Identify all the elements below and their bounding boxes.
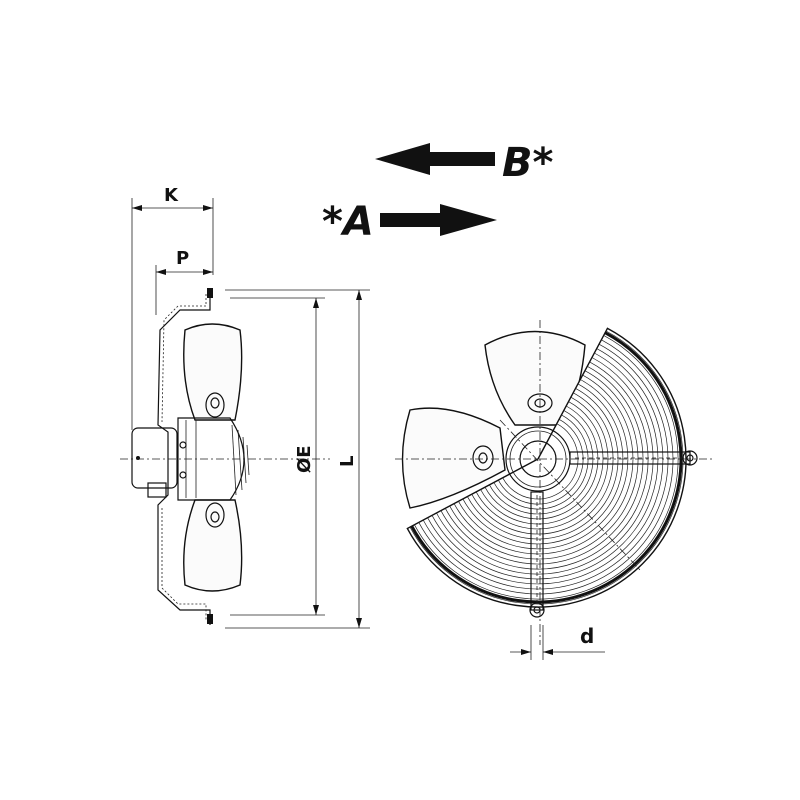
side-view: K P xyxy=(120,185,370,629)
rotor-hub xyxy=(177,417,245,501)
strut-vertical-foot xyxy=(529,602,545,618)
hub-bolt-bottom xyxy=(179,471,187,479)
grill-ring xyxy=(453,374,634,555)
grill-ring xyxy=(493,414,589,510)
grill-ring xyxy=(475,396,609,530)
label-e: ØE xyxy=(294,445,315,473)
guard-grill xyxy=(406,327,687,608)
airflow-arrow-b: B* xyxy=(375,140,553,186)
top-blade-mount xyxy=(205,392,225,418)
strut-horizontal-foot-hole xyxy=(686,454,694,462)
label-p: P xyxy=(176,248,189,269)
label-k: K xyxy=(164,185,179,206)
left-boss-hole xyxy=(478,452,488,464)
grill-ring xyxy=(409,330,684,605)
label-d: d xyxy=(580,624,594,648)
grill-ring xyxy=(484,405,599,520)
motor-housing xyxy=(131,427,178,489)
grill-ring xyxy=(422,343,669,590)
terminal-box xyxy=(147,482,167,498)
strut-horizontal xyxy=(569,451,691,465)
blade-left xyxy=(401,407,506,509)
arrow-left-shape xyxy=(375,143,495,175)
grill-rim xyxy=(410,331,683,604)
strut-vertical xyxy=(530,491,544,611)
grill-ring xyxy=(444,365,644,565)
grill-ring xyxy=(449,370,639,560)
grill-ring xyxy=(431,352,659,580)
grill-outline xyxy=(406,327,687,608)
grill-ring xyxy=(489,410,594,515)
bracket-inner-edge xyxy=(161,294,207,620)
grill-ring xyxy=(502,423,579,500)
grill-ring xyxy=(467,388,619,540)
label-a: *A xyxy=(322,199,374,245)
bracket-bottom-tab xyxy=(207,614,213,624)
arrow-right-shape xyxy=(380,204,497,236)
blade-top-profile xyxy=(183,323,243,421)
left-blade-boss xyxy=(472,445,494,471)
front-center-line-diag xyxy=(499,419,641,571)
grill-ring xyxy=(414,335,679,600)
bottom-mount-hole xyxy=(210,511,220,523)
grill-ring xyxy=(471,392,614,535)
grill-ring xyxy=(458,379,629,550)
blade-bottom-profile xyxy=(183,499,243,592)
label-l: L xyxy=(337,456,358,467)
grill-ring xyxy=(462,383,624,545)
grill-ring xyxy=(436,357,654,575)
grill-ring xyxy=(418,339,674,595)
grill-ring xyxy=(480,401,604,525)
bracket-top-tab xyxy=(207,288,213,298)
airflow-arrow-a: *A xyxy=(322,199,497,245)
hub-bolt-top xyxy=(179,441,187,449)
label-b: B* xyxy=(502,140,553,186)
bottom-blade-mount xyxy=(205,502,225,528)
top-mount-hole xyxy=(210,397,220,409)
front-view: d xyxy=(395,320,715,660)
grill-ring xyxy=(497,418,584,505)
mounting-bracket xyxy=(157,290,211,625)
strut-horizontal-foot xyxy=(682,450,698,466)
grill-ring xyxy=(427,348,664,585)
grill-ring xyxy=(440,361,649,570)
